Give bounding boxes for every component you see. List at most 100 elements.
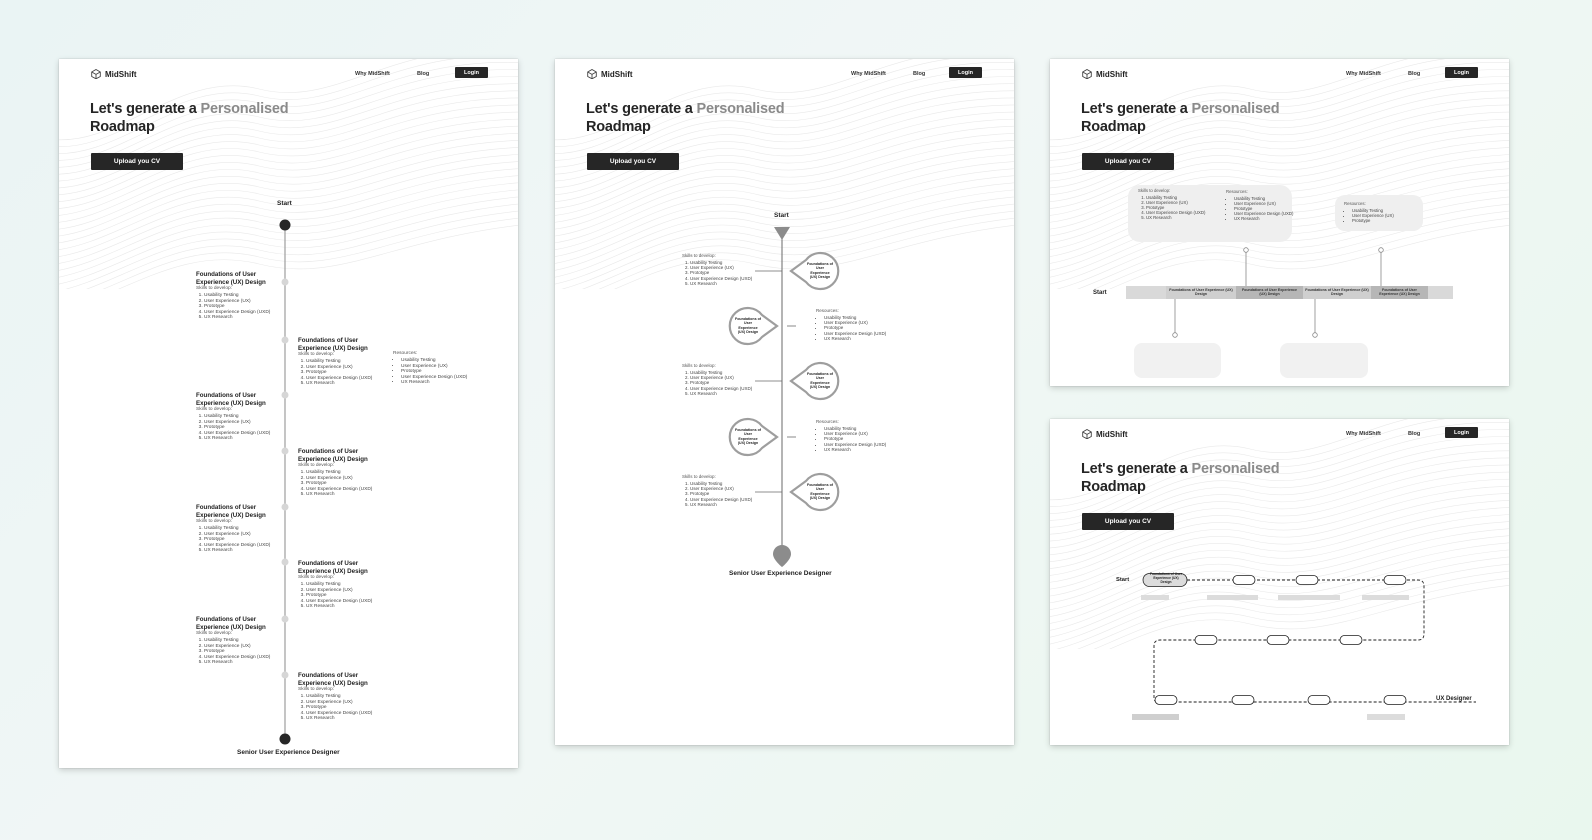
- stage-block: Foundations of User Experience (UX) Desi…: [298, 560, 390, 610]
- path-node: [1307, 695, 1331, 705]
- list-item: User Experience (UX): [204, 299, 286, 305]
- brand-logo[interactable]: MidShift: [91, 69, 137, 79]
- list-item: User Experience Design (UXD): [401, 375, 483, 381]
- resources-label: Resources:: [1226, 189, 1248, 194]
- nav-blog[interactable]: Blog: [1408, 431, 1421, 437]
- list-item: UX Research: [204, 548, 286, 554]
- site-header: MidShift Why MidShift Blog Login: [1050, 59, 1509, 89]
- list-item: User Experience Design (UXD): [306, 487, 390, 493]
- resources-label: Resources:: [816, 419, 839, 424]
- nav-blog[interactable]: Blog: [417, 71, 430, 77]
- nav-blog[interactable]: Blog: [1408, 71, 1421, 77]
- stage-title: Foundations of User Experience (UX) Desi…: [196, 271, 266, 286]
- skills-label: Skills to develop:: [298, 575, 334, 580]
- login-button[interactable]: Login: [1445, 427, 1478, 438]
- title-suffix: Roadmap: [1081, 118, 1146, 135]
- skills-list: Usability TestingUser Experience (UX)Pro…: [682, 370, 777, 396]
- list-item: Prototype: [690, 380, 777, 385]
- cube-logo-icon: [1082, 69, 1092, 79]
- list-item: User Experience (UX): [204, 420, 286, 426]
- brand-name: MidShift: [1096, 429, 1128, 439]
- list-item: UX Research: [306, 381, 390, 387]
- skills-label: Skills to develop:: [682, 474, 716, 479]
- list-item: User Experience Design (UXD): [306, 711, 390, 717]
- upload-cv-button[interactable]: Upload you CV: [587, 153, 679, 170]
- stage-title: Foundations of User Experience (UX) Desi…: [298, 448, 368, 463]
- title-prefix: Let's generate a: [1081, 461, 1188, 477]
- brand-name: MidShift: [105, 69, 137, 79]
- nav-why-midshift[interactable]: Why MidShift: [1346, 71, 1381, 77]
- list-item: User Experience Design (UXD): [690, 386, 777, 391]
- bar-segment-label: Foundations of User Experience (UX) Desi…: [1241, 288, 1298, 297]
- list-item: Usability Testing: [204, 293, 286, 299]
- path-node: [1142, 573, 1188, 587]
- skills-label: Skills to develop:: [682, 253, 716, 258]
- snake-roadmap-graphic: [1132, 573, 1476, 720]
- stage-title: Foundations of User Experience (UX) Desi…: [298, 560, 368, 575]
- list-item: User Experience Design (UXD): [204, 431, 286, 437]
- nav-why-midshift[interactable]: Why MidShift: [355, 71, 390, 77]
- skills-label: Skills to develop:: [196, 286, 232, 291]
- stage-block: Foundations of User Experience (UX) Desi…: [298, 337, 390, 387]
- list-item: User Experience (UX): [690, 375, 777, 380]
- resources-block: Resources:Usability TestingUser Experien…: [816, 419, 911, 452]
- skills-label: Skills to develop:: [196, 519, 232, 524]
- pin-label: Foundations of User Experience (UX) Desi…: [807, 483, 833, 500]
- login-button[interactable]: Login: [1445, 67, 1478, 78]
- path-node: [1154, 695, 1178, 705]
- login-button[interactable]: Login: [455, 67, 488, 78]
- roadmap-end-label: UX Designer: [1436, 696, 1472, 702]
- skills-list: Usability TestingUser Experience (UX)Pro…: [298, 582, 390, 610]
- list-item: Usability Testing: [1146, 195, 1205, 200]
- list-item: User Experience (UX): [204, 644, 286, 650]
- path-node: [1194, 635, 1218, 645]
- nav-why-midshift[interactable]: Why MidShift: [851, 71, 886, 77]
- list-item: Prototype: [204, 304, 286, 310]
- title-accent: Personalised: [1191, 101, 1280, 117]
- stage-title: Foundations of User Experience (UX) Desi…: [196, 392, 266, 407]
- list-item: UX Research: [204, 660, 286, 666]
- skills-block: Skills to develop:Usability TestingUser …: [682, 474, 777, 507]
- roadmap-start-label: Start: [1116, 577, 1130, 583]
- list-item: Prototype: [401, 369, 483, 375]
- list-item: Usability Testing: [690, 370, 777, 375]
- list-item: Prototype: [306, 481, 390, 487]
- login-button[interactable]: Login: [949, 67, 982, 78]
- list-item: UX Research: [204, 315, 286, 321]
- skills-callout: Skills to develop: Usability TestingUser…: [1138, 188, 1205, 220]
- nav-why-midshift[interactable]: Why MidShift: [1346, 431, 1381, 437]
- list-item: Prototype: [824, 325, 911, 330]
- pin-marker: [789, 361, 840, 401]
- stage-block: Foundations of User Experience (UX) Desi…: [196, 271, 286, 321]
- brand-logo[interactable]: MidShift: [587, 69, 633, 79]
- nav-blog[interactable]: Blog: [913, 71, 926, 77]
- pin-marker: [728, 306, 779, 346]
- title-accent: Personalised: [200, 101, 289, 117]
- skills-list: Usability TestingUser Experience (UX)Pro…: [196, 293, 286, 321]
- skills-label: Skills to develop:: [682, 363, 716, 368]
- list-item: UX Research: [1146, 215, 1205, 220]
- list-item: User Experience (UX): [690, 265, 777, 270]
- pin-roadmap-graphic: [728, 227, 840, 567]
- brand-logo[interactable]: MidShift: [1082, 69, 1128, 79]
- upload-cv-button[interactable]: Upload you CV: [91, 153, 183, 170]
- list-item: Usability Testing: [204, 526, 286, 532]
- list-item: UX Research: [824, 336, 911, 341]
- title-prefix: Let's generate a: [586, 101, 693, 117]
- skills-list: Usability TestingUser Experience (UX)Pro…: [298, 694, 390, 722]
- skills-label: Skills to develop:: [298, 687, 334, 692]
- wireframe-card-snake-path: MidShift Why MidShift Blog Login Let's g…: [1050, 419, 1509, 745]
- resources-block: Resources:Usability TestingUser Experien…: [393, 351, 483, 386]
- stage-title: Foundations of User Experience (UX) Desi…: [196, 616, 266, 631]
- brand-logo[interactable]: MidShift: [1082, 429, 1128, 439]
- list-item: Usability Testing: [1352, 208, 1394, 213]
- resources-label: Resources:: [1344, 201, 1366, 206]
- skills-label: Skills to develop:: [1138, 188, 1171, 193]
- list-item: User Experience (UX): [1352, 213, 1394, 218]
- upload-cv-button[interactable]: Upload you CV: [1082, 513, 1174, 530]
- upload-cv-button[interactable]: Upload you CV: [1082, 153, 1174, 170]
